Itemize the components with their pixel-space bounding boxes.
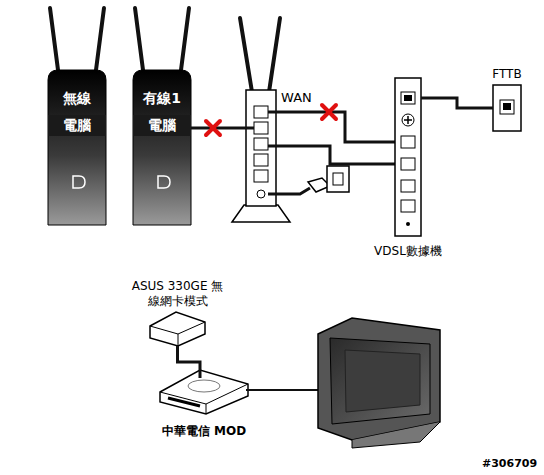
mod-box: [160, 370, 248, 414]
antenna: [96, 8, 104, 70]
television: [330, 338, 430, 424]
computer-tower: 無線電腦: [48, 70, 106, 225]
device-label: 中華電信 MOD: [162, 424, 246, 438]
router: [254, 154, 268, 166]
computer-tower: 有線1 電腦: [133, 70, 191, 225]
mod-box: [168, 398, 200, 406]
computer-tower: [48, 70, 106, 225]
router: [240, 18, 252, 92]
vdsl-modem: [404, 95, 412, 101]
disconnect-mark: [206, 121, 220, 135]
antenna: [181, 8, 189, 70]
vdsl-modem: [401, 180, 415, 192]
computer-label: 電腦: [133, 115, 191, 136]
vdsl-modem: [401, 200, 415, 212]
router: [254, 138, 268, 150]
wireless-adapter: [150, 312, 205, 346]
computer-tower: [48, 70, 191, 225]
router: [269, 18, 280, 92]
router: [254, 122, 268, 134]
device-label: ASUS 330GE 無線網卡模式: [130, 279, 226, 308]
wireless-adapter: [150, 312, 205, 346]
wall-jack: [493, 85, 521, 131]
router: [254, 106, 268, 118]
antenna: [135, 8, 143, 70]
wall-jack: [493, 85, 521, 131]
television: [352, 422, 440, 448]
disconnect-mark: [206, 121, 220, 135]
wireless-adapter: ASUS 330GE 無線網卡模式: [150, 312, 205, 346]
computer-label: 有線1: [133, 90, 191, 107]
vdsl-modem: [402, 114, 414, 126]
network-cable: [191, 127, 254, 130]
vdsl-modem: [406, 222, 410, 226]
television: [318, 318, 440, 440]
disconnect-mark: [206, 105, 336, 135]
router: [254, 170, 268, 182]
router: [246, 90, 276, 206]
port-label: WAN: [281, 90, 312, 105]
vdsl-modem: [395, 78, 421, 236]
device-label: VDSL數據機: [374, 244, 442, 258]
power-adapter: [333, 173, 343, 185]
computer-tower: [133, 70, 191, 225]
vdsl-modem: VDSL數據機: [395, 78, 421, 236]
mod-box: 中華電信 MOD: [160, 370, 248, 414]
vdsl-modem: [404, 116, 412, 124]
television: [345, 350, 420, 412]
power-adapter: [327, 166, 349, 192]
network-cable: [191, 112, 400, 194]
antenna: [50, 8, 58, 70]
av-cable: [246, 389, 318, 391]
computer-tower: [73, 176, 85, 188]
vdsl-modem: [401, 158, 415, 170]
mod-box: [160, 370, 248, 414]
router: [232, 205, 290, 222]
wall-jack: [500, 100, 514, 114]
network-cable: [268, 188, 310, 194]
mod-box: [160, 384, 248, 414]
mod-box: [188, 380, 220, 392]
wall-jack: FTTB: [493, 85, 521, 131]
computer-label: 無線: [48, 90, 106, 107]
vdsl-modem: [401, 92, 415, 104]
device-label: FTTB: [492, 67, 521, 81]
cable: [178, 346, 201, 378]
television: [318, 318, 440, 448]
router: [232, 18, 290, 222]
cable: [421, 98, 493, 108]
antenna: [50, 8, 189, 70]
wall-jack: [503, 103, 511, 110]
disconnect-mark: [322, 105, 336, 119]
computer-tower: [158, 176, 170, 188]
vdsl-modem: [395, 78, 421, 236]
power-adapter: [308, 166, 349, 192]
computer-label: 電腦: [48, 115, 106, 136]
watermark: #306709: [482, 457, 537, 470]
vdsl-modem: [401, 136, 415, 148]
network-cable: [268, 146, 400, 164]
router: [257, 190, 265, 198]
disconnect-mark: [322, 105, 336, 119]
wireless-adapter: [150, 322, 205, 346]
